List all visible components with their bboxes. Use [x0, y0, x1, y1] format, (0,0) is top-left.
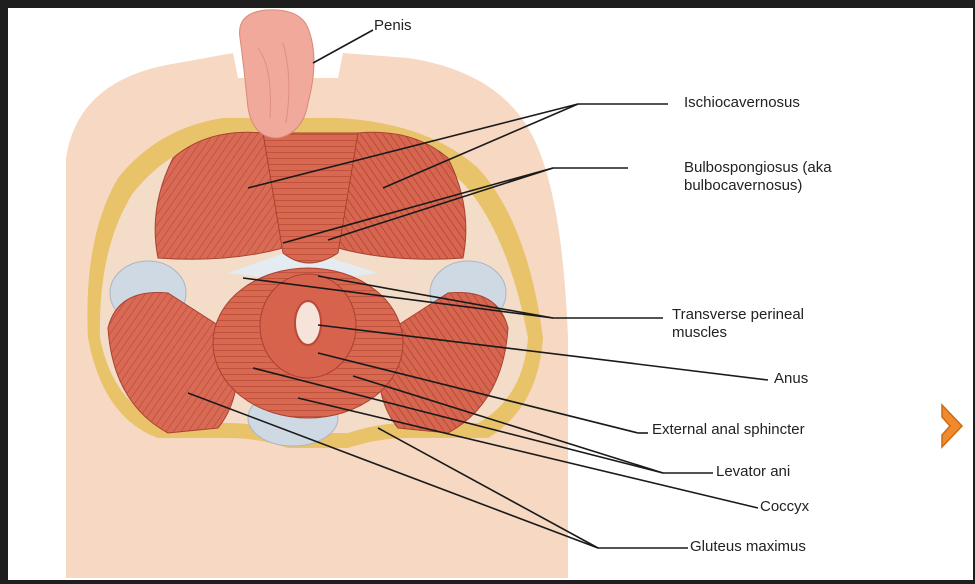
anatomy-illustration [8, 8, 973, 580]
label-transverse-cont: muscles [672, 324, 727, 341]
label-penis: Penis [374, 17, 412, 34]
label-bulbospongiosus-cont: bulbocavernosus) [684, 177, 802, 194]
anus-shape [295, 301, 321, 345]
diagram-canvas: Penis Ischiocavernosus Bulbospongiosus (… [8, 8, 973, 580]
label-anus: Anus [774, 370, 808, 387]
label-gluteus-maximus: Gluteus maximus [690, 538, 806, 555]
label-levator-ani: Levator ani [716, 463, 790, 480]
label-ischiocavernosus: Ischiocavernosus [684, 94, 800, 111]
chevron-right-icon[interactable] [938, 401, 966, 451]
label-transverse: Transverse perineal [672, 306, 804, 323]
label-bulbospongiosus: Bulbospongiosus (aka [684, 159, 832, 176]
label-external-anal-sphincter: External anal sphincter [652, 421, 805, 438]
label-coccyx: Coccyx [760, 498, 809, 515]
penis-shape [240, 10, 314, 138]
